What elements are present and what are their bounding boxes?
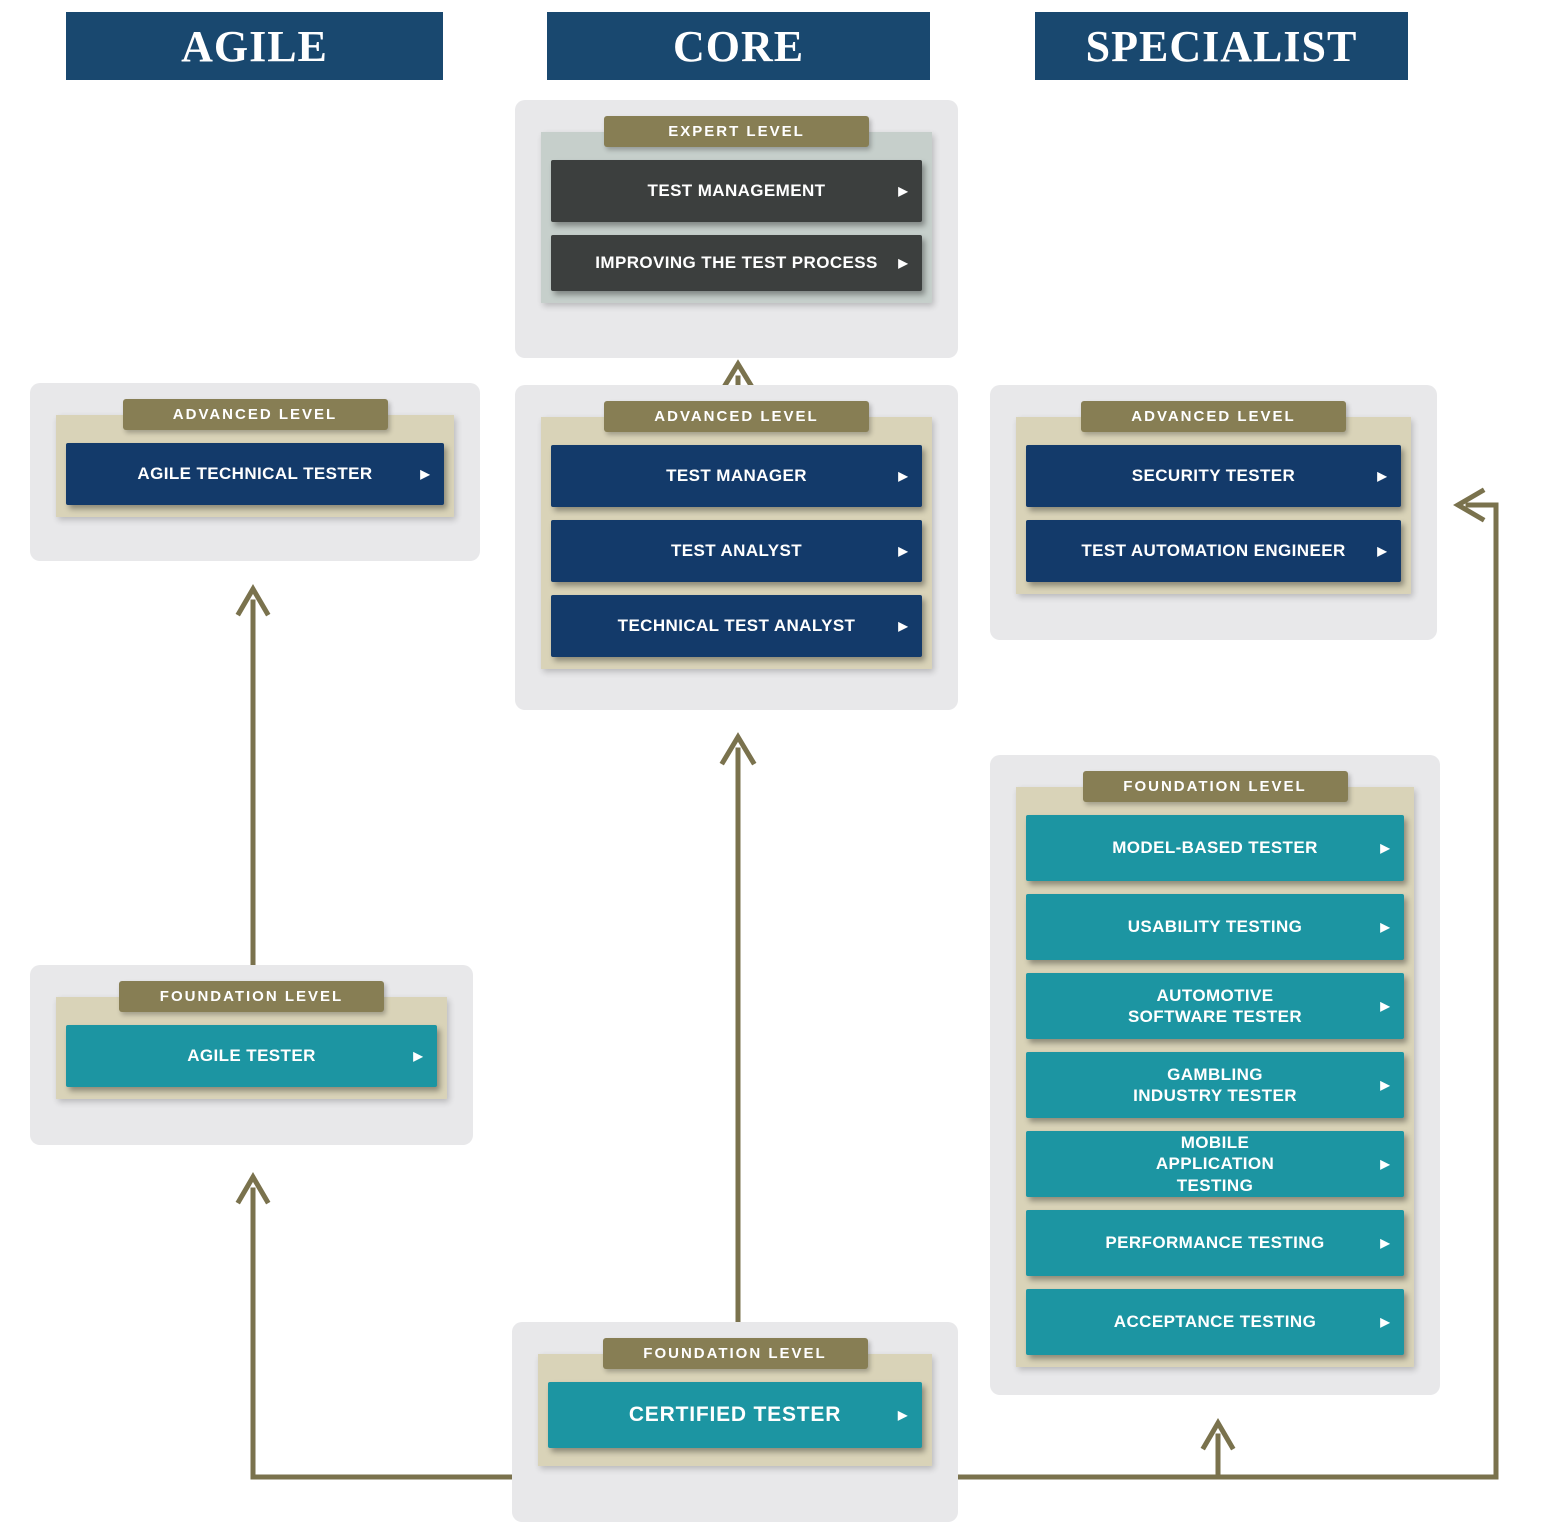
- cert-button-automotive-software-tester[interactable]: AUTOMOTIVE SOFTWARE TESTER ▶: [1026, 973, 1404, 1039]
- button-label: AGILE TESTER: [187, 1046, 316, 1066]
- panel-agile-advanced: ADVANCED LEVEL AGILE TECHNICAL TESTER ▶: [30, 383, 480, 561]
- column-header-core: CORE: [547, 12, 930, 80]
- level-label-foundation: FOUNDATION LEVEL: [119, 981, 384, 1012]
- panel-core-advanced: ADVANCED LEVEL TEST MANAGER ▶ TEST ANALY…: [515, 385, 958, 710]
- button-label: SECURITY TESTER: [1131, 466, 1296, 486]
- foundation-plate: MODEL-BASED TESTER ▶ USABILITY TESTING ▶…: [1016, 787, 1414, 1367]
- chevron-right-icon: ▶: [1380, 920, 1390, 934]
- cert-button-gambling-industry-tester[interactable]: GAMBLING INDUSTRY TESTER ▶: [1026, 1052, 1404, 1118]
- cert-button-test-analyst[interactable]: TEST ANALYST ▶: [551, 520, 922, 582]
- foundation-plate: AGILE TECHNICAL TESTER ▶: [56, 415, 454, 517]
- button-label: CERTIFIED TESTER: [628, 1402, 842, 1426]
- button-label: PERFORMANCE TESTING: [1105, 1233, 1325, 1253]
- button-label: ACCEPTANCE TESTING: [1113, 1312, 1317, 1332]
- button-label: USABILITY TESTING: [1127, 917, 1303, 937]
- chevron-right-icon: ▶: [1377, 469, 1387, 483]
- cert-button-agile-tester[interactable]: AGILE TESTER ▶: [66, 1025, 437, 1087]
- button-label: GAMBLING INDUSTRY TESTER: [1133, 1064, 1297, 1105]
- button-label: AUTOMOTIVE SOFTWARE TESTER: [1127, 985, 1303, 1026]
- button-label: MODEL-BASED TESTER: [1112, 838, 1318, 858]
- panel-core-foundation: FOUNDATION LEVEL CERTIFIED TESTER ▶: [512, 1322, 958, 1522]
- level-label-advanced: ADVANCED LEVEL: [122, 399, 388, 430]
- chevron-right-icon: ▶: [420, 467, 430, 481]
- chevron-right-icon: ▶: [1380, 1236, 1390, 1250]
- panel-agile-foundation: FOUNDATION LEVEL AGILE TESTER ▶: [30, 965, 473, 1145]
- cert-button-model-based-tester[interactable]: MODEL-BASED TESTER ▶: [1026, 815, 1404, 881]
- button-label: TEST ANALYST: [670, 541, 803, 561]
- chevron-right-icon: ▶: [898, 256, 908, 270]
- column-header-specialist: SPECIALIST: [1035, 12, 1408, 80]
- button-label: TEST MANAGEMENT: [647, 181, 826, 201]
- cert-button-test-automation-engineer[interactable]: TEST AUTOMATION ENGINEER ▶: [1026, 520, 1401, 582]
- cert-button-technical-test-analyst[interactable]: TECHNICAL TEST ANALYST ▶: [551, 595, 922, 657]
- button-label: TEST AUTOMATION ENGINEER: [1081, 541, 1346, 561]
- chevron-right-icon: ▶: [1380, 1315, 1390, 1329]
- cert-button-security-tester[interactable]: SECURITY TESTER ▶: [1026, 445, 1401, 507]
- chevron-right-icon: ▶: [1380, 999, 1390, 1013]
- button-label: IMPROVING THE TEST PROCESS: [595, 253, 878, 273]
- expert-plate: TEST MANAGEMENT ▶ IMPROVING THE TEST PRO…: [541, 132, 932, 303]
- chevron-right-icon: ▶: [413, 1049, 423, 1063]
- chevron-right-icon: ▶: [1380, 1157, 1390, 1171]
- chevron-right-icon: ▶: [1377, 544, 1387, 558]
- chevron-right-icon: ▶: [898, 619, 908, 633]
- button-label: TECHNICAL TEST ANALYST: [617, 616, 856, 636]
- cert-button-performance-testing[interactable]: PERFORMANCE TESTING ▶: [1026, 1210, 1404, 1276]
- arrow-certified-to-agile-foundation: [250, 1187, 515, 1480]
- panel-specialist-foundation: FOUNDATION LEVEL MODEL-BASED TESTER ▶ US…: [990, 755, 1440, 1395]
- chevron-right-icon: ▶: [1380, 1078, 1390, 1092]
- chevron-right-icon: ▶: [897, 1408, 908, 1422]
- button-label: MOBILE APPLICATION TESTING: [1155, 1133, 1275, 1195]
- chevron-right-icon: ▶: [898, 544, 908, 558]
- cert-button-acceptance-testing[interactable]: ACCEPTANCE TESTING ▶: [1026, 1289, 1404, 1355]
- level-label-expert: EXPERT LEVEL: [604, 116, 869, 147]
- cert-button-test-management[interactable]: TEST MANAGEMENT ▶: [551, 160, 922, 222]
- level-label-advanced: ADVANCED LEVEL: [604, 401, 869, 432]
- chevron-right-icon: ▶: [898, 469, 908, 483]
- level-label-foundation: FOUNDATION LEVEL: [1082, 771, 1348, 802]
- arrow-certified-to-specialist-advanced: [955, 502, 1499, 1480]
- cert-button-certified-tester[interactable]: CERTIFIED TESTER ▶: [548, 1382, 922, 1448]
- panel-specialist-advanced: ADVANCED LEVEL SECURITY TESTER ▶ TEST AU…: [990, 385, 1437, 640]
- cert-button-agile-technical-tester[interactable]: AGILE TECHNICAL TESTER ▶: [66, 443, 444, 505]
- advanced-plate: SECURITY TESTER ▶ TEST AUTOMATION ENGINE…: [1016, 417, 1411, 594]
- advanced-plate: TEST MANAGER ▶ TEST ANALYST ▶ TECHNICAL …: [541, 417, 932, 669]
- level-label-advanced: ADVANCED LEVEL: [1081, 401, 1346, 432]
- chevron-right-icon: ▶: [898, 184, 908, 198]
- cert-button-test-manager[interactable]: TEST MANAGER ▶: [551, 445, 922, 507]
- column-header-agile: AGILE: [66, 12, 443, 80]
- foundation-plate: AGILE TESTER ▶: [56, 997, 447, 1099]
- cert-button-improving-the-test-process[interactable]: IMPROVING THE TEST PROCESS ▶: [551, 235, 922, 291]
- button-label: AGILE TECHNICAL TESTER: [137, 464, 373, 484]
- chevron-right-icon: ▶: [1380, 841, 1390, 855]
- foundation-plate: CERTIFIED TESTER ▶: [538, 1354, 932, 1466]
- cert-button-mobile-application-testing[interactable]: MOBILE APPLICATION TESTING ▶: [1026, 1131, 1404, 1197]
- button-label: TEST MANAGER: [666, 466, 807, 486]
- panel-core-expert: EXPERT LEVEL TEST MANAGEMENT ▶ IMPROVING…: [515, 100, 958, 358]
- level-label-foundation: FOUNDATION LEVEL: [602, 1338, 868, 1369]
- cert-button-usability-testing[interactable]: USABILITY TESTING ▶: [1026, 894, 1404, 960]
